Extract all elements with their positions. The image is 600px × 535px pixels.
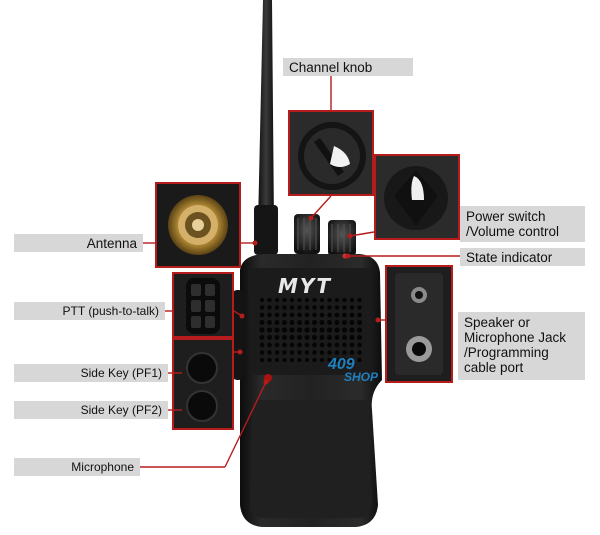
side-keys-icon [174, 340, 232, 428]
ptt-inset [172, 272, 234, 338]
speaker-grille [259, 297, 363, 363]
label-microphone: Microphone [14, 458, 140, 476]
side-keys-inset [172, 338, 234, 430]
label-channel-knob: Channel knob [283, 58, 413, 76]
channel-knob-inset [288, 110, 374, 196]
battery-panel [250, 400, 372, 518]
front-panel [248, 268, 372, 375]
label-antenna: Antenna [14, 234, 143, 252]
antenna-base [254, 205, 278, 255]
speaker-jack-icon [387, 267, 451, 381]
label-speaker-jack: Speaker or Microphone Jack /Programming … [458, 312, 585, 380]
label-side-key-pf2: Side Key (PF2) [14, 401, 168, 419]
watermark-word: SHOP [344, 370, 379, 384]
label-state-indicator: State indicator [460, 248, 585, 266]
power-volume-icon [376, 156, 458, 238]
power-volume-inset [374, 154, 460, 240]
microphone-hole [264, 374, 272, 382]
channel-knob-icon [290, 112, 372, 194]
label-ptt: PTT (push-to-talk) [14, 302, 165, 320]
volume-knob [328, 220, 356, 256]
brand-logo: MYT [278, 274, 333, 298]
state-indicator-led [342, 253, 348, 259]
watermark-number: 409 [328, 356, 355, 373]
antenna-rod [258, 0, 274, 225]
antenna-connector-icon [157, 184, 239, 266]
ptt-button-icon [174, 274, 232, 336]
antenna-connector-inset [155, 182, 241, 268]
speaker-jack-inset [385, 265, 453, 383]
label-power-switch: Power switch /Volume control [460, 206, 585, 242]
label-side-key-pf1: Side Key (PF1) [14, 364, 168, 382]
channel-knob [294, 214, 320, 254]
